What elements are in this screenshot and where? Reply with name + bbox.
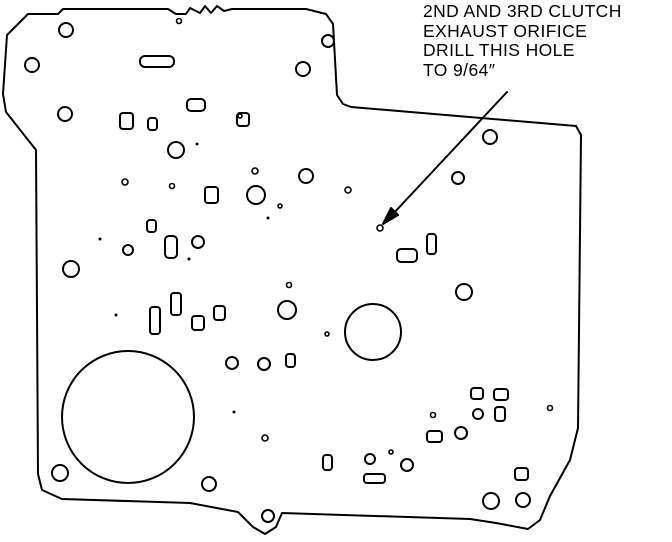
center-bore-hole bbox=[345, 304, 401, 360]
callout-arrow-shaft bbox=[392, 92, 507, 215]
slot-ports bbox=[120, 56, 528, 483]
callout-line-3: DRILL THIS HOLE bbox=[423, 40, 575, 60]
callout-line-4: TO 9/64″ bbox=[423, 59, 496, 80]
orifice-hole bbox=[377, 225, 383, 231]
callout-arrow-head bbox=[383, 208, 398, 224]
callout-line-1: 2ND AND 3RD CLUTCH bbox=[423, 1, 622, 21]
callout-label: 2ND AND 3RD CLUTCH EXHAUST ORIFICE DRILL… bbox=[423, 1, 668, 80]
large-bore-hole bbox=[62, 351, 194, 483]
plate-outline bbox=[3, 6, 581, 534]
dot-holes bbox=[98, 142, 270, 414]
callout-line-2: EXHAUST ORIFICE bbox=[423, 20, 588, 41]
round-holes bbox=[25, 23, 530, 522]
